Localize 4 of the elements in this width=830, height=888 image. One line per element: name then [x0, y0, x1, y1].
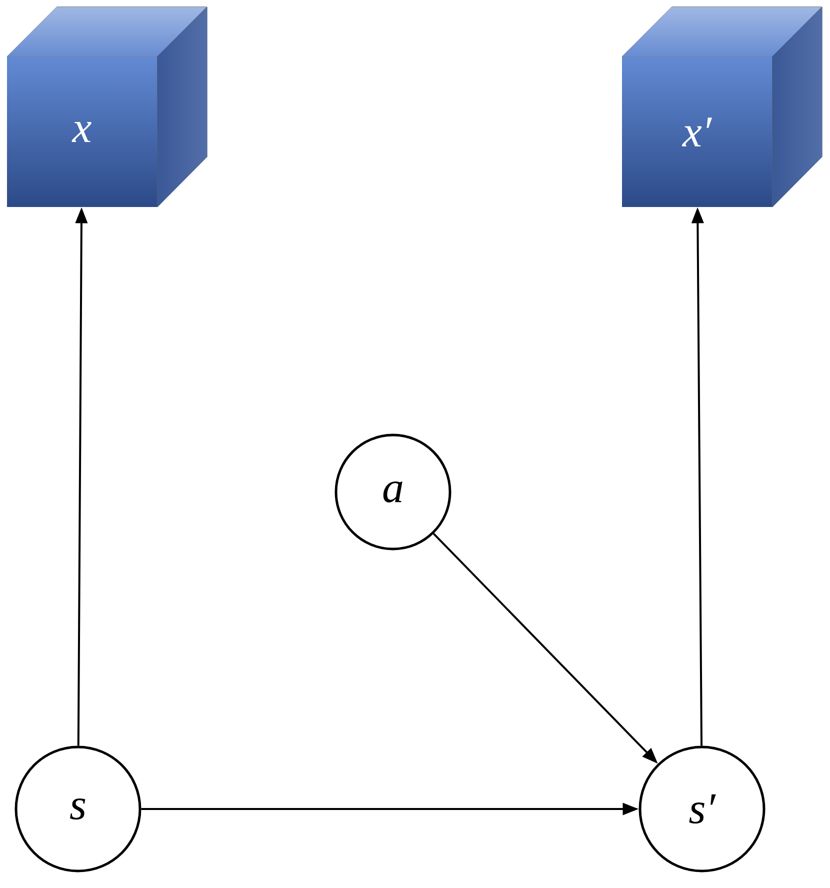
cube-box: x [6, 6, 208, 208]
node-label: x [72, 122, 92, 142]
node-label: x′ [682, 118, 712, 146]
cube-box: x′ [622, 6, 822, 208]
